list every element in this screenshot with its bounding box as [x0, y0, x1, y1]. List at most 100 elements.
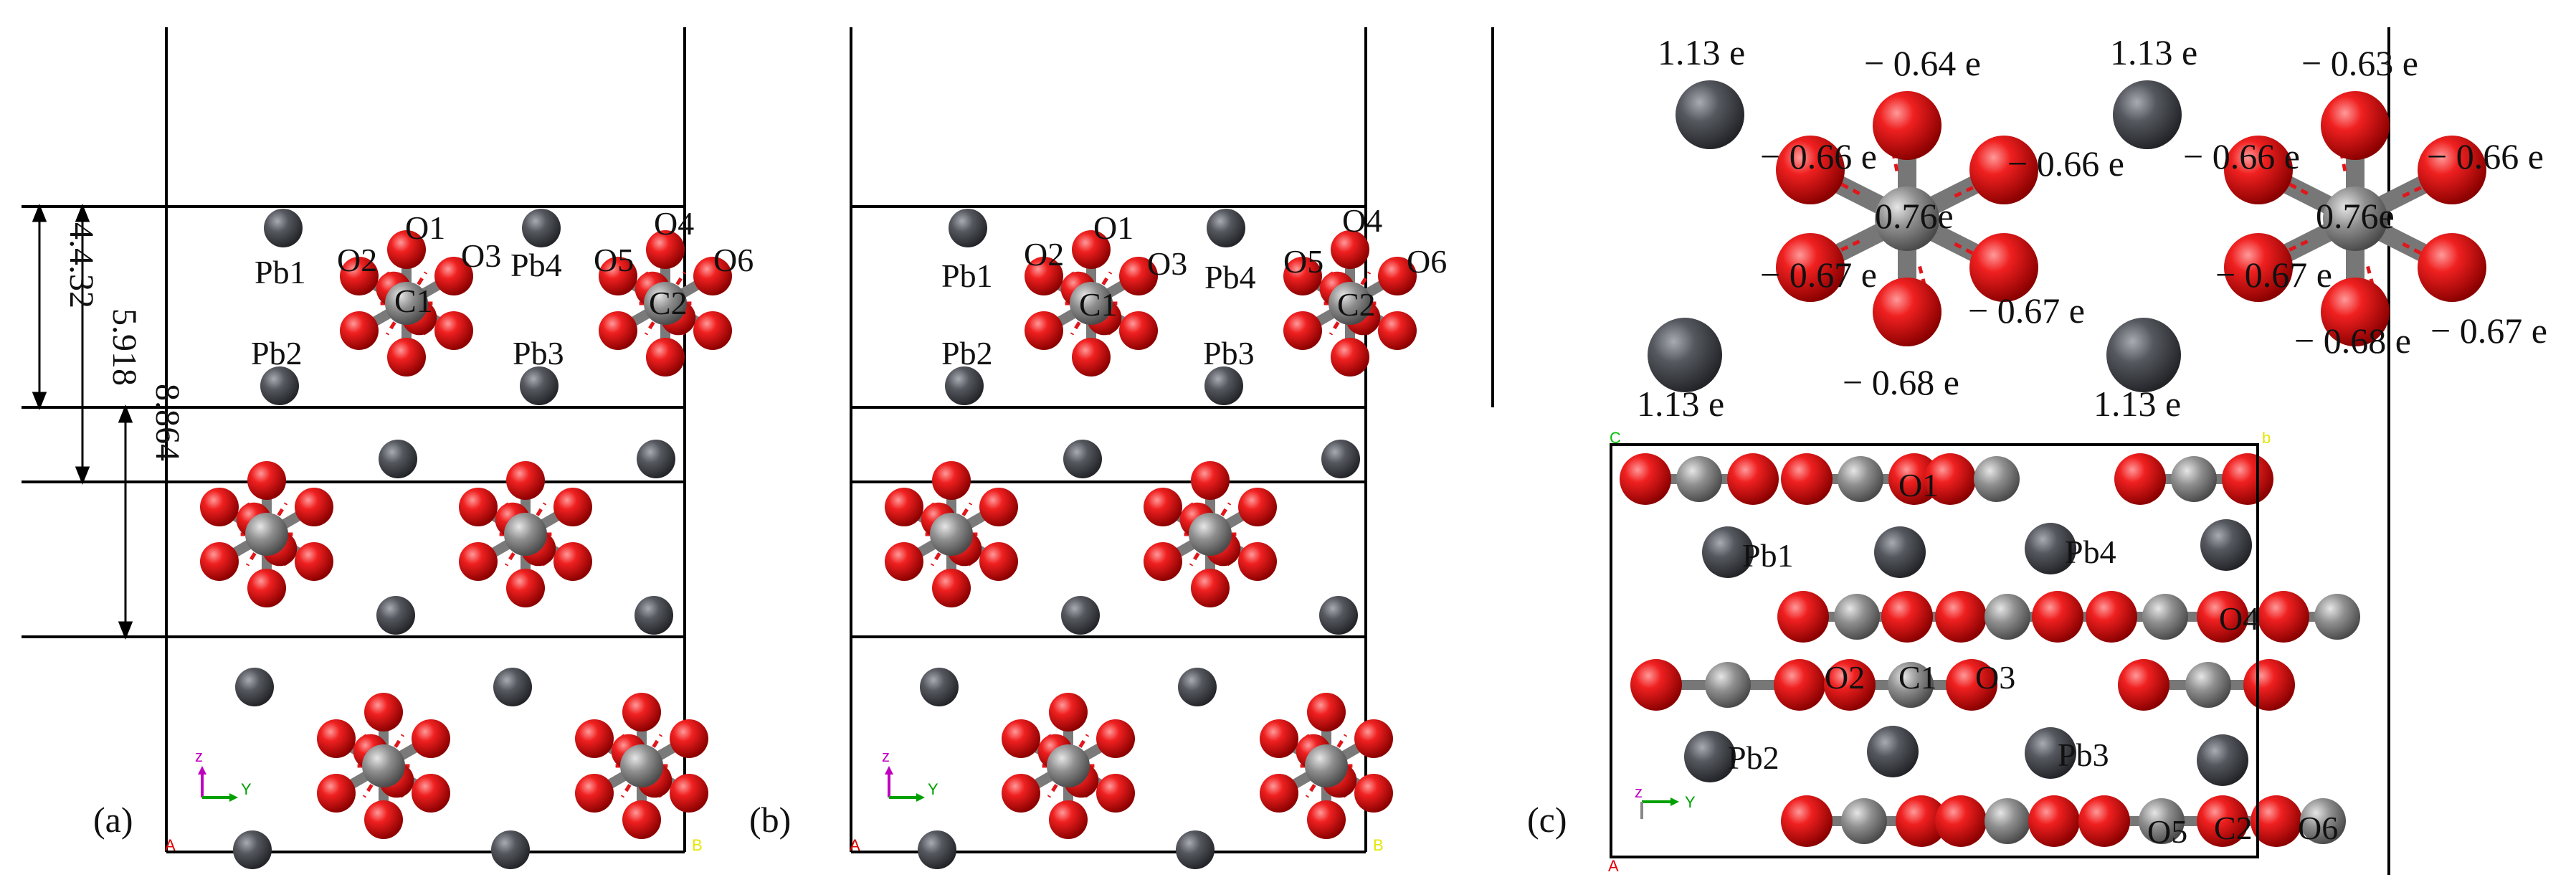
c-atom	[2323, 186, 2387, 251]
c-atom	[1841, 798, 1887, 844]
axis-letter-a-b: B	[692, 836, 703, 854]
pb-atom	[918, 830, 956, 869]
o-atom	[1873, 91, 1941, 160]
weak-bond	[417, 271, 428, 285]
o-atom	[1727, 453, 1779, 505]
o-atom	[1238, 542, 1277, 581]
o-atom	[2114, 453, 2166, 505]
weak-bond	[394, 734, 405, 748]
svg-text:O3: O3	[1975, 659, 2015, 696]
svg-text:− 0.66 e: − 0.66 e	[2427, 136, 2544, 176]
o-atom	[2028, 795, 2080, 847]
c-atom	[644, 282, 687, 325]
pb-atom	[1648, 318, 1722, 392]
o-atom	[670, 774, 708, 813]
o-atom	[364, 693, 403, 731]
weak-bond	[362, 784, 374, 798]
svg-text:O3: O3	[461, 237, 501, 274]
svg-text:z: z	[195, 747, 203, 765]
pb-atom	[235, 668, 274, 706]
o-atom	[200, 542, 239, 581]
o-atom	[1896, 795, 1947, 847]
c-atom	[1329, 282, 1372, 325]
axis-letter-c-a: A	[1608, 857, 1619, 875]
o-atom	[2251, 795, 2302, 847]
c-atom	[1985, 594, 2030, 640]
pb-atom	[1319, 596, 1358, 635]
svg-text:− 0.67 e: − 0.67 e	[1968, 290, 2085, 331]
c-atom	[1305, 744, 1348, 787]
panel-c-frame	[1610, 443, 2259, 858]
o-atom	[885, 488, 923, 526]
svg-text:− 0.66 e: − 0.66 e	[1760, 136, 1877, 176]
o-atom	[1283, 311, 1322, 350]
pb-atom	[260, 366, 299, 405]
pb-atom	[520, 366, 559, 405]
svg-text:1.13 e: 1.13 e	[1637, 384, 1724, 424]
weak-bond	[644, 321, 655, 336]
axis-letter-c-c: C	[1610, 429, 1621, 447]
pb-atom	[949, 209, 987, 247]
c-atom	[2314, 594, 2360, 640]
o-atom	[247, 569, 286, 607]
weak-bond	[2286, 240, 2309, 253]
o-atom	[885, 542, 923, 581]
axis-letter-b-b: B	[1373, 836, 1384, 854]
atom-labels-b: Pb1 Pb2 Pb4 Pb3 O1 O2 O3 C1 O4 O5 O6 C2	[941, 202, 1447, 371]
o-atom	[932, 569, 971, 607]
axis-letter-a-origin: A	[165, 836, 176, 854]
svg-text:1.13 e: 1.13 e	[1658, 32, 1745, 72]
charge-labels: 1.13 e 1.13 e 1.13 e 1.13 e − 0.64 e − 0…	[1637, 32, 2547, 424]
svg-text:1.13 e: 1.13 e	[2110, 32, 2197, 72]
pb-atom	[1061, 596, 1100, 635]
o-atom	[2086, 591, 2137, 643]
weak-bond	[1329, 321, 1340, 336]
o-atom	[2222, 453, 2273, 505]
o-atom	[1776, 233, 1845, 302]
c-atom	[1875, 186, 1939, 251]
c-atom	[1070, 282, 1113, 325]
o-atom	[1191, 461, 1230, 500]
o-atom	[506, 569, 545, 607]
o-atom	[979, 542, 1018, 581]
o-atom	[412, 774, 450, 813]
o-atom	[2321, 91, 2390, 160]
c-atom	[1676, 456, 1722, 502]
weak-bond	[245, 552, 257, 567]
dimension-label-2: 5.918	[105, 308, 143, 386]
atom-layer	[200, 80, 2486, 869]
o-atom	[1935, 591, 1987, 643]
o-atom	[1191, 569, 1230, 607]
o-atom	[646, 338, 685, 377]
o-atom	[622, 800, 661, 839]
o-atom	[1260, 774, 1298, 813]
o-atom	[553, 488, 592, 526]
svg-text:− 0.66 e: − 0.66 e	[2183, 136, 2300, 176]
svg-text:C2: C2	[649, 285, 688, 321]
o-atom	[1354, 774, 1393, 813]
o-atom	[2258, 591, 2309, 643]
c-atom	[504, 513, 547, 556]
svg-text:Pb4: Pb4	[1204, 259, 1256, 295]
o-atom	[1969, 233, 2038, 302]
o-atom	[295, 542, 333, 581]
o-atom	[1283, 257, 1322, 295]
svg-text:Pb2: Pb2	[1728, 739, 1779, 776]
panel-label-c: (c)	[1527, 800, 1567, 840]
weak-bond	[930, 552, 941, 567]
o-atom	[693, 257, 732, 295]
weak-bond	[1954, 184, 1977, 198]
o-atom	[1096, 719, 1135, 758]
o-atom	[1002, 774, 1040, 813]
svg-text:− 0.64 e: − 0.64 e	[1864, 43, 1981, 83]
c-atom	[1047, 744, 1090, 787]
weak-bond	[652, 734, 663, 748]
svg-text:Y: Y	[241, 780, 252, 798]
panel-b-frame	[850, 27, 2390, 875]
svg-text:z: z	[882, 747, 890, 765]
c-atom	[2139, 798, 2185, 844]
o-atom	[1946, 659, 1997, 711]
pb-atom	[491, 830, 530, 869]
c-atom	[362, 744, 405, 787]
o-atom	[1238, 488, 1277, 526]
